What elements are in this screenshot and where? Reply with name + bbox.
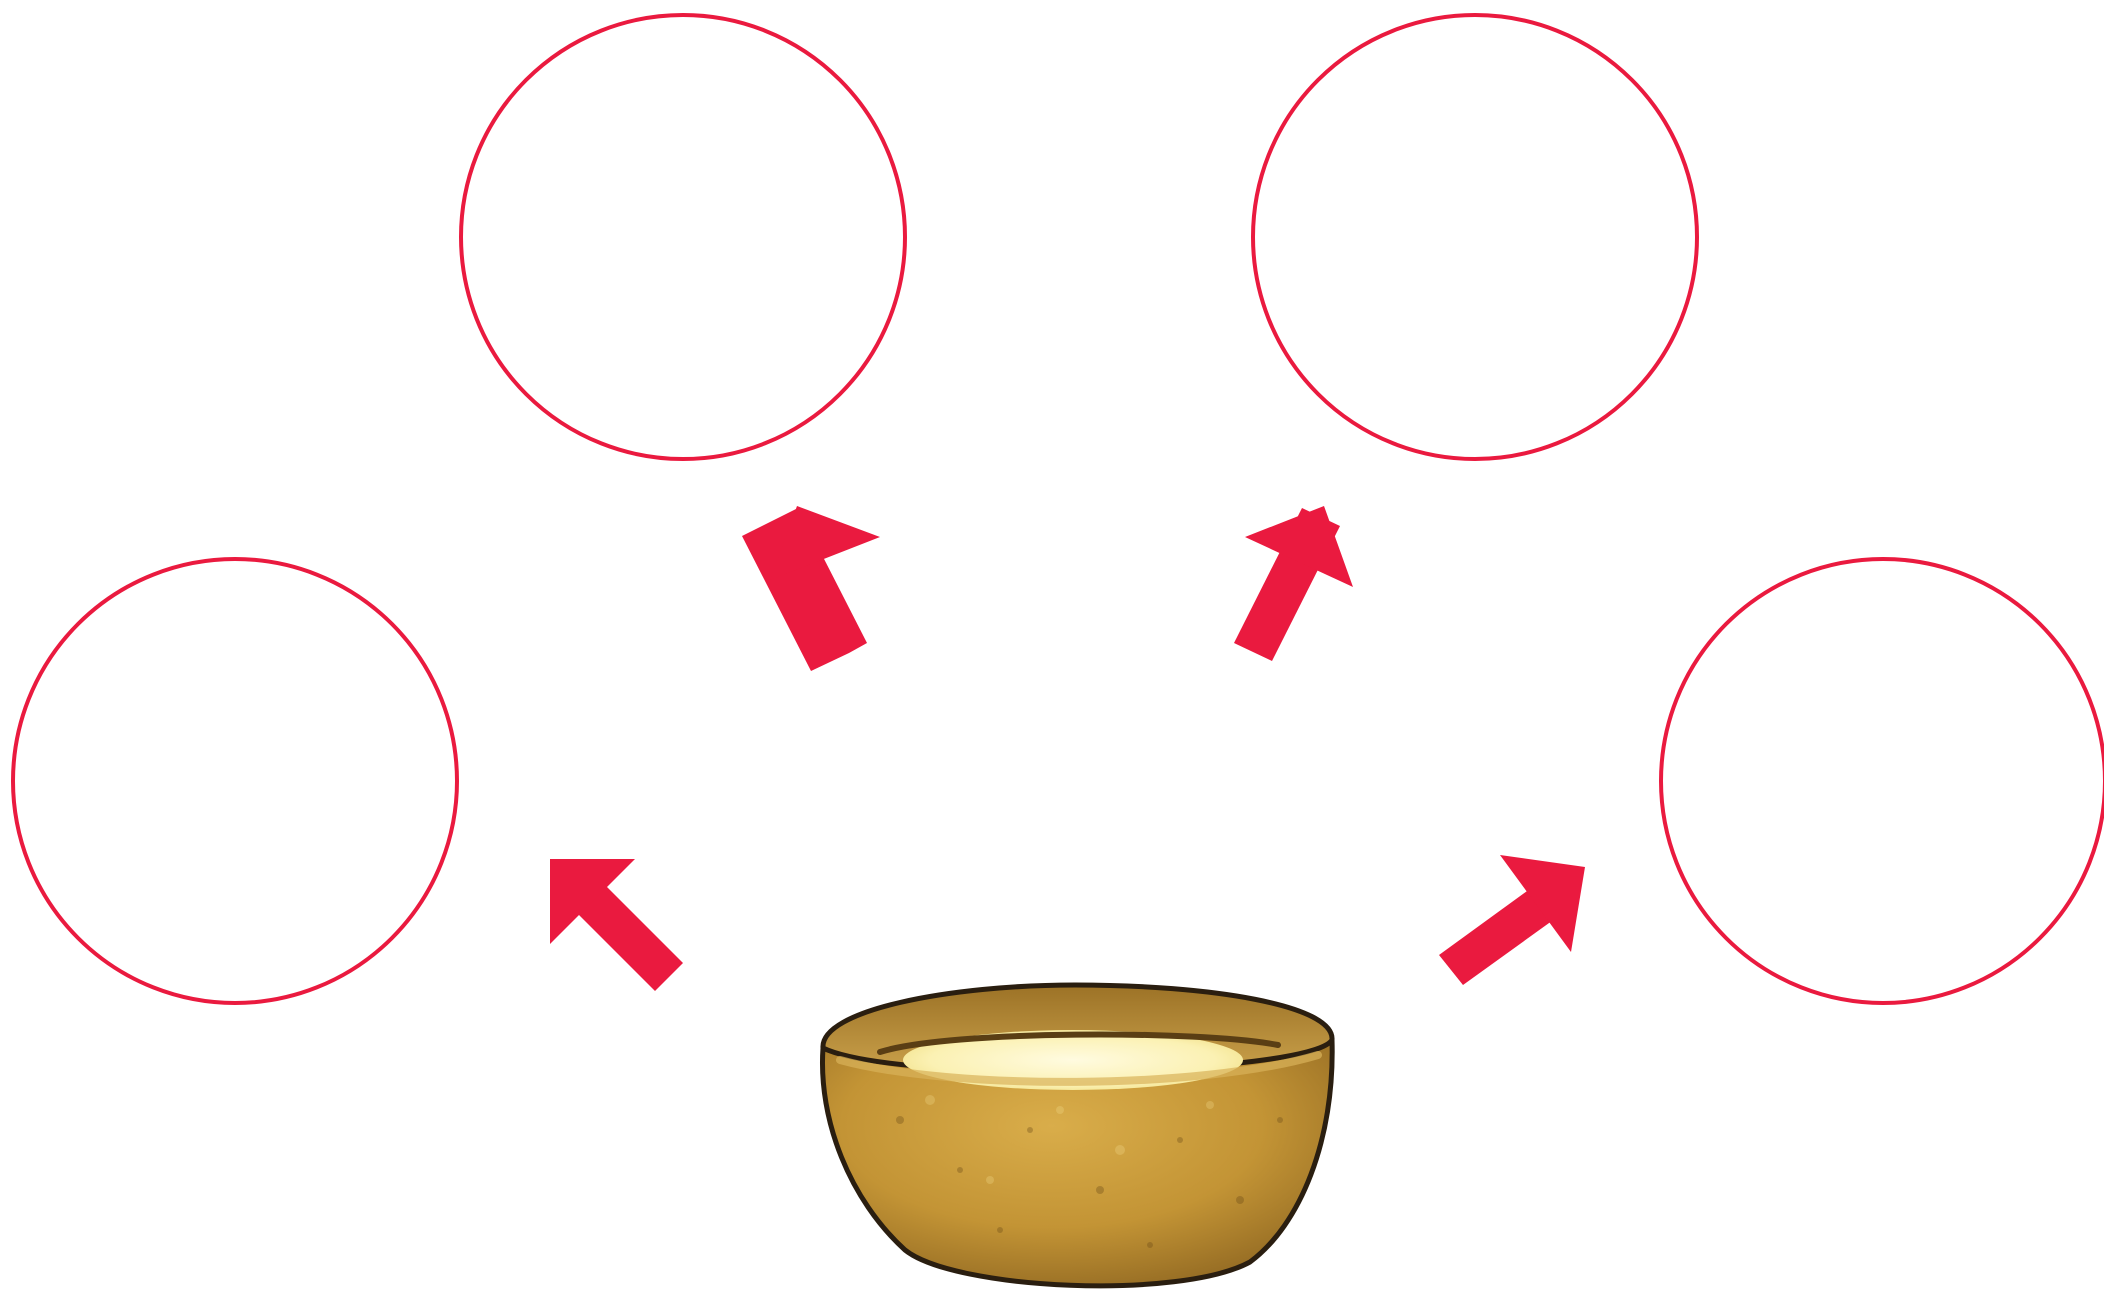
blank-circle-middle-left[interactable]: [13, 559, 457, 1003]
blank-circle-top-right[interactable]: [1253, 15, 1697, 459]
blank-circle-top-left[interactable]: [461, 15, 905, 459]
bowl-of-milk-icon: [822, 985, 1332, 1286]
blank-circle-middle-right[interactable]: [1661, 559, 2104, 1003]
